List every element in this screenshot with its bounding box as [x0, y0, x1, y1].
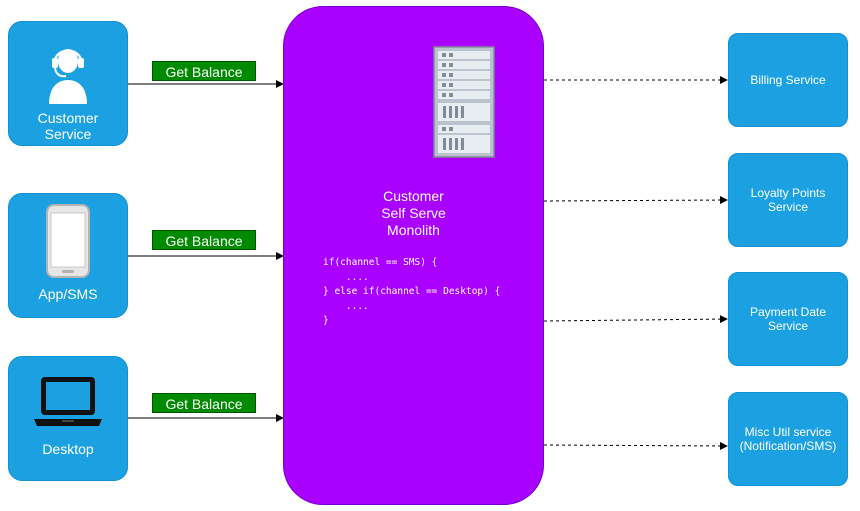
server-rack-icon — [433, 46, 495, 158]
client-label: Desktop — [42, 441, 94, 457]
request-label-get-balance: Get Balance — [152, 61, 256, 81]
request-label-get-balance: Get Balance — [152, 230, 256, 250]
call-arrow-loyalty — [543, 196, 728, 205]
laptop-icon — [9, 375, 127, 427]
client-customer-service: Customer Service — [8, 21, 128, 146]
customer-service-agent-icon — [9, 42, 127, 104]
client-app-sms: App/SMS — [8, 193, 128, 318]
call-arrow-payment-date — [543, 315, 728, 324]
request-label-get-balance: Get Balance — [152, 393, 256, 413]
call-arrow-misc-util — [543, 441, 728, 450]
monolith-title: Customer Self Serve Monolith — [381, 188, 446, 238]
monolith-container: Customer Self Serve Monolith if(channel … — [283, 6, 544, 505]
smartphone-icon — [9, 204, 127, 278]
client-desktop: Desktop — [8, 356, 128, 481]
service-loyalty-points: Loyalty Points Service — [728, 153, 848, 247]
service-misc-util: Misc Util service (Notification/SMS) — [728, 392, 848, 486]
client-label: Customer Service — [37, 110, 99, 142]
client-label: App/SMS — [38, 286, 98, 302]
monolith-code-snippet: if(channel == SMS) { .... } else if(chan… — [323, 257, 501, 326]
service-payment-date: Payment Date Service — [728, 272, 848, 366]
service-billing: Billing Service — [728, 33, 848, 127]
